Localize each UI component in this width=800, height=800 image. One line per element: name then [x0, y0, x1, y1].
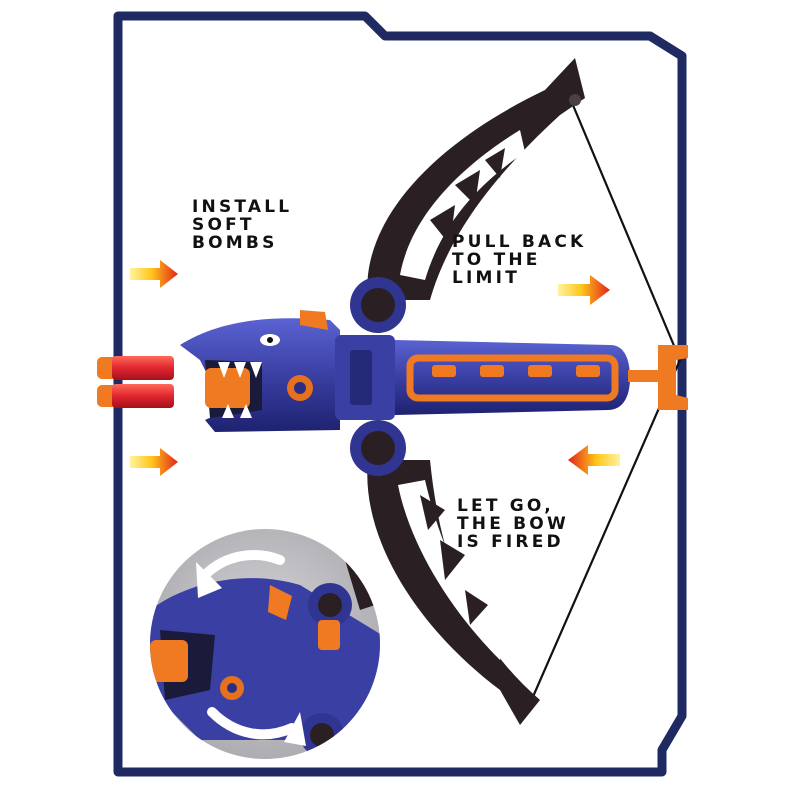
lower-knob: [350, 420, 406, 476]
instruction-let-go: LET GO, THE BOW IS FIRED: [457, 497, 569, 551]
right-arrow-icon: [130, 448, 178, 476]
bow-lower-limb: [367, 460, 540, 725]
right-arrow-icon: [130, 260, 178, 288]
instruction-install-soft-bombs: INSTALL SOFT BOMBS: [192, 198, 292, 252]
frame-border: [113, 11, 687, 777]
detail-inset: [147, 526, 383, 762]
instruction-line: INSTALL: [192, 197, 293, 217]
instruction-line: LET GO,: [457, 496, 554, 516]
instruction-line: IS FIRED: [457, 532, 564, 552]
string-handle: [628, 345, 688, 410]
right-arrow-icon: [558, 275, 610, 305]
upper-knob: [350, 277, 406, 333]
instruction-line: TO THE: [452, 250, 541, 270]
blaster-body: [335, 335, 630, 420]
instruction-line: LIMIT: [452, 268, 520, 288]
instruction-line: THE BOW: [457, 514, 569, 534]
instruction-line: SOFT: [192, 215, 255, 235]
left-arrow-icon: [568, 445, 620, 475]
rotate-arrow-icon: [196, 550, 306, 746]
bow-upper-limb: [367, 58, 585, 300]
bowstring: [523, 97, 682, 716]
foam-darts: [97, 356, 174, 408]
instruction-line: PULL BACK: [452, 232, 587, 252]
instruction-line: BOMBS: [192, 233, 278, 253]
instruction-pull-back: PULL BACK TO THE LIMIT: [452, 233, 586, 287]
shark-head: [180, 310, 340, 432]
